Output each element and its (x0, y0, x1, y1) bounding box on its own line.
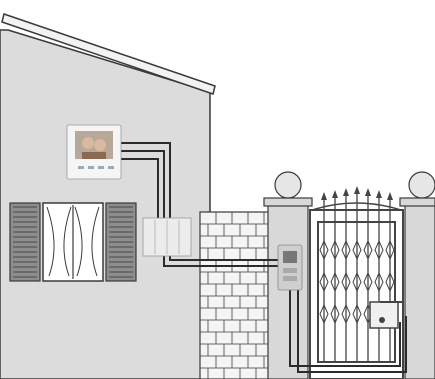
video-monitor (67, 125, 121, 179)
right-pillar-ball (409, 172, 435, 198)
window (10, 203, 136, 281)
gate (310, 186, 403, 379)
left-pillar-ball (275, 172, 301, 198)
electric-lock (370, 302, 403, 328)
door-entry-panel (278, 245, 302, 290)
brick-wall (200, 212, 270, 379)
power-supply (143, 218, 191, 256)
